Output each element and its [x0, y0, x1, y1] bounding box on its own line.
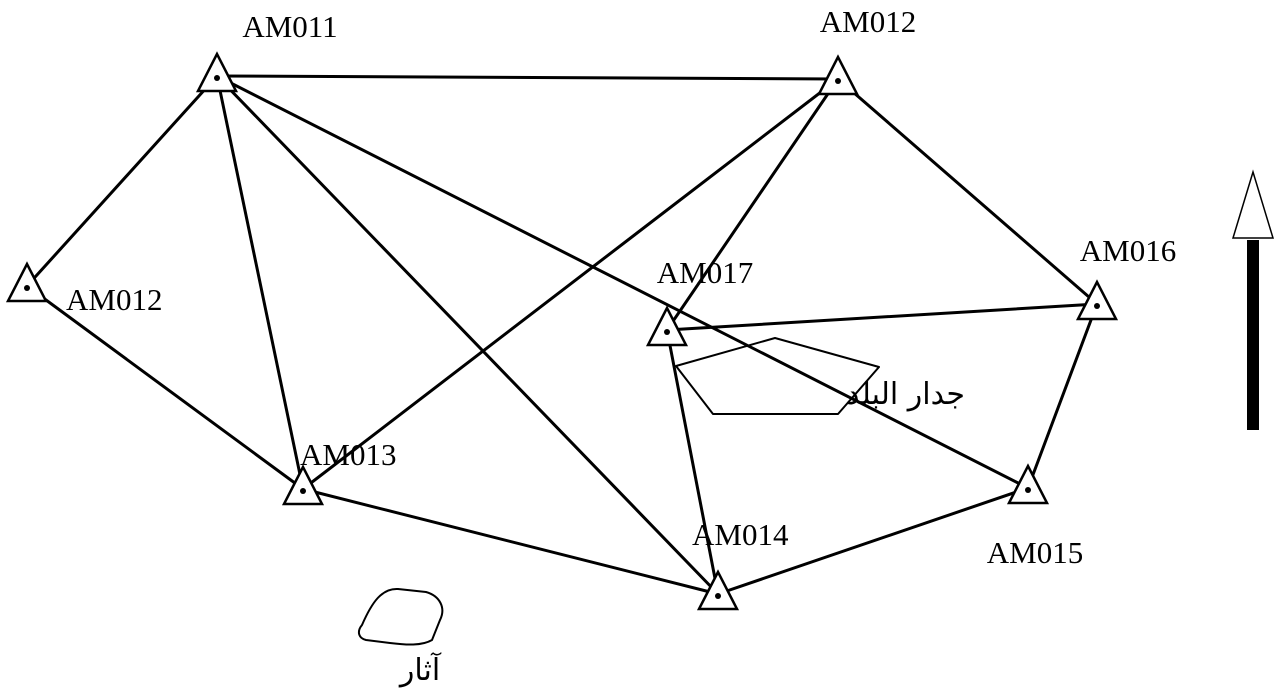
network-edge: [215, 74, 840, 81]
station-triangle: [645, 305, 689, 347]
network-edge: [665, 302, 1099, 332]
station-label: AM012: [820, 4, 916, 39]
station-triangle-icon: [645, 305, 689, 347]
network-edge: [25, 74, 219, 288]
network-edge: [1026, 302, 1099, 490]
station-triangle-icon: [5, 261, 49, 303]
station-triangle: [816, 54, 860, 96]
station-triangle: [1075, 279, 1119, 321]
network-edge: [301, 487, 720, 596]
station-label: AM017: [657, 255, 753, 290]
ruins-label: آثار: [398, 652, 442, 688]
station-triangle-icon: [281, 464, 325, 506]
network-edge: [836, 77, 1099, 306]
network-edges: [25, 74, 1099, 596]
network-edge: [665, 328, 720, 596]
station-dot: [300, 488, 306, 494]
station-label: AM014: [692, 517, 789, 552]
network-edge: [25, 284, 305, 491]
station-triangle: [5, 261, 49, 303]
station-triangle-icon: [816, 54, 860, 96]
north-arrow-shaft: [1247, 240, 1259, 430]
network-edge: [716, 486, 1030, 596]
station-triangle-icon: [1075, 279, 1119, 321]
network-edge: [215, 74, 720, 596]
station-label: AM015: [987, 535, 1083, 570]
station-label: AM013: [300, 437, 396, 472]
station-label: AM011: [242, 9, 337, 44]
network-edge: [301, 77, 840, 491]
network-edge: [215, 74, 305, 491]
city-wall-outline: [675, 337, 880, 415]
station-dot: [1025, 487, 1031, 493]
station-label: AM016: [1080, 233, 1176, 268]
station-label: AM012: [66, 282, 162, 317]
station-dot: [715, 593, 721, 599]
ruins-outline: [357, 587, 444, 646]
north-arrow-icon: [1231, 169, 1275, 430]
network-edge: [665, 77, 840, 332]
survey-stations: [5, 51, 1119, 611]
station-triangle-icon: [195, 51, 239, 93]
station-dot: [24, 285, 30, 291]
station-triangle-icon: [696, 569, 740, 611]
city-wall-label: جدار البلد: [846, 377, 965, 412]
station-triangle: [1006, 463, 1050, 505]
station-dot: [664, 329, 670, 335]
station-dot: [214, 75, 220, 81]
station-dot: [1094, 303, 1100, 309]
station-triangle: [195, 51, 239, 93]
station-triangle: [281, 464, 325, 506]
north-arrow-head: [1231, 169, 1275, 239]
station-triangle: [696, 569, 740, 611]
station-dot: [835, 78, 841, 84]
station-triangle-icon: [1006, 463, 1050, 505]
network-edge: [215, 74, 1030, 490]
